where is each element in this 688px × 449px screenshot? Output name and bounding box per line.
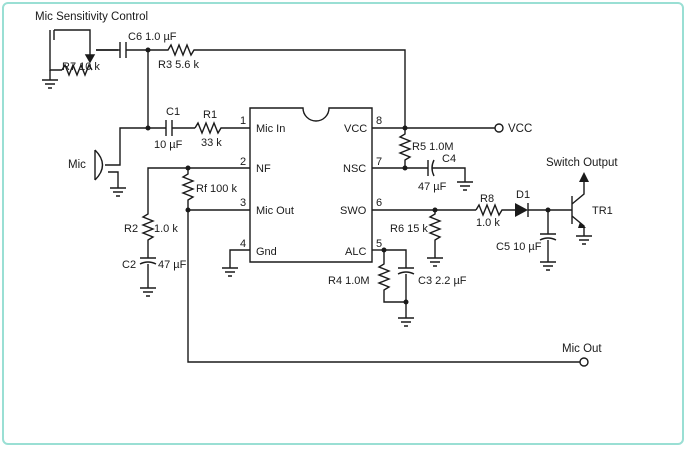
c1-capacitor (148, 120, 195, 136)
tr1-transistor (571, 172, 592, 245)
wire-nf (147, 167, 250, 210)
pin-8-name: VCC (344, 123, 367, 135)
r3-label: R3 5.6 k (158, 59, 199, 71)
r4-resistor (377, 250, 406, 303)
diagram-frame (2, 2, 684, 445)
mic-symbol (94, 127, 148, 197)
r1-label: R1 (203, 109, 217, 121)
mic-label: Mic (68, 159, 86, 171)
r7-ground (42, 70, 58, 89)
r4-label: R4 1.0M (328, 275, 370, 287)
tr1-label: TR1 (592, 205, 613, 217)
r3-resistor (150, 43, 406, 130)
c3-capacitor (384, 249, 415, 327)
c2-value: 47 µF (158, 259, 187, 271)
c4-value: 47 µF (418, 181, 447, 193)
r2-resistor (141, 210, 155, 258)
pin-4-name: Gnd (256, 246, 277, 258)
pin-5-name: ALC (345, 246, 366, 258)
pin-4-number: 4 (240, 238, 246, 250)
pin-1-name: Mic In (256, 123, 285, 135)
c1-label: C1 (166, 106, 180, 118)
pin-2-number: 2 (240, 156, 246, 168)
pin-2-name: NF (256, 163, 271, 175)
ic-chip (249, 107, 373, 263)
c3-label: C3 2.2 µF (418, 275, 467, 287)
c6-capacitor (96, 42, 150, 58)
r7-label: R7 10 k (62, 61, 100, 73)
c1-value: 10 µF (154, 139, 183, 151)
pin-5-number: 5 (376, 238, 382, 250)
c4-label: C4 (442, 153, 456, 165)
pin-3-number: 3 (240, 197, 246, 209)
c5-capacitor (539, 210, 557, 271)
r8-value: 1.0 k (476, 217, 500, 229)
wire-mic-out (187, 209, 580, 363)
c5-label: C5 10 µF (496, 241, 542, 253)
switch-output-label: Switch Output (546, 157, 618, 169)
r8-label: R8 (480, 193, 494, 205)
pin-7-name: NSC (343, 163, 366, 175)
r1-resistor (194, 121, 250, 135)
junction-c3 (403, 299, 409, 305)
c2-label: C2 (122, 259, 136, 271)
d1-label: D1 (516, 189, 530, 201)
r1-value: 33 k (201, 137, 222, 149)
pin-3-name: Mic Out (256, 205, 294, 217)
gnd-pin-ground (222, 249, 250, 277)
r5-label: R5 1.0M (412, 141, 454, 153)
pin-6-number: 6 (376, 197, 382, 209)
c4-capacitor (427, 159, 473, 191)
pin-1-number: 1 (240, 115, 246, 127)
mic-out-label: Mic Out (562, 343, 602, 355)
pin-6-name: SWO (340, 205, 367, 217)
pin-8-number: 8 (376, 115, 382, 127)
vcc-terminal (494, 123, 504, 133)
c2-capacitor (139, 257, 157, 297)
c6-label: C6 1.0 µF (128, 31, 177, 43)
title-label: Mic Sensitivity Control (35, 11, 148, 23)
r8-resistor (475, 203, 515, 217)
rf-label: Rf 100 k (196, 183, 237, 195)
r2-label: R2 (124, 223, 138, 235)
r6-label: R6 15 k (390, 223, 428, 235)
r6-resistor (427, 210, 443, 267)
pin-7-number: 7 (376, 156, 382, 168)
junction-nsc (402, 165, 408, 171)
d1-diode (515, 203, 572, 217)
rf-resistor (181, 168, 195, 210)
junction-micout (185, 207, 191, 213)
vcc-label: VCC (508, 123, 532, 135)
r5-resistor (398, 128, 412, 168)
mic-out-terminal (579, 357, 589, 367)
r2-value: 1.0 k (154, 223, 178, 235)
